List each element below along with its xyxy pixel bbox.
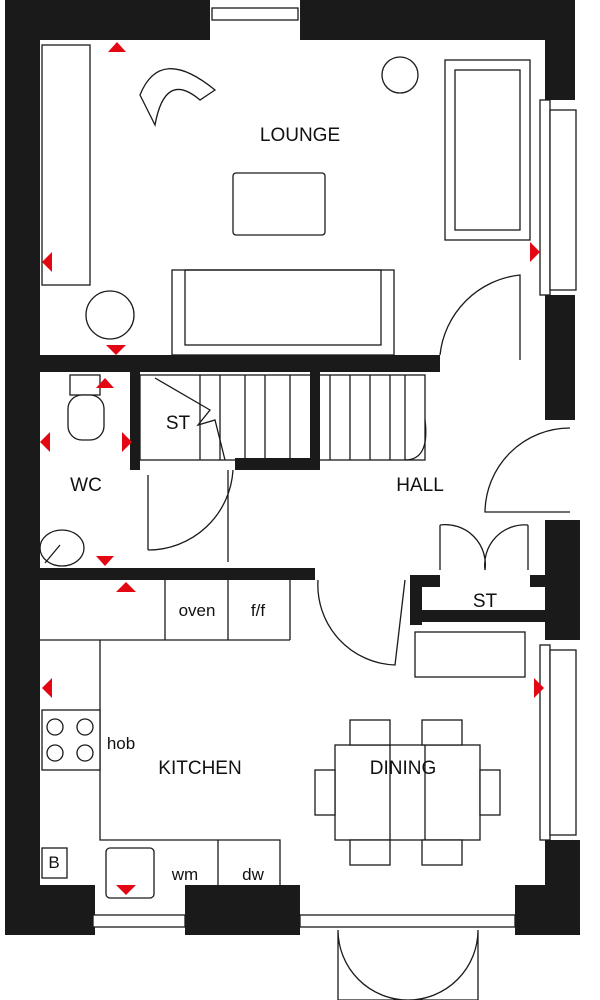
appliance-label-boiler: B [48,853,59,872]
room-label-hall-store: ST [473,591,498,612]
appliance-label-dishwasher: dw [242,865,264,884]
kitchen-units [40,580,291,899]
room-label-wc: WC [70,475,102,496]
staircase [139,374,427,461]
dining-table [314,719,501,866]
appliance-label-hob: hob [107,734,135,753]
patio-doors [337,929,479,1000]
wc-fixtures [39,374,234,567]
windows [92,7,577,928]
room-label-hall: HALL [396,475,444,496]
room-label-dining: DINING [370,758,437,779]
room-label-kitchen: KITCHEN [158,758,241,779]
appliance-label-washing-machine: wm [171,865,198,884]
appliance-label-fridge-freezer: f/f [251,601,265,620]
internal-walls [40,355,550,625]
electrical-markers [40,42,544,895]
room-label-stair-store: ST [166,413,191,434]
room-label-lounge: LOUNGE [260,125,340,146]
lounge-furniture [41,44,531,360]
appliance-label-oven: oven [179,601,216,620]
hall-doors [317,427,571,678]
